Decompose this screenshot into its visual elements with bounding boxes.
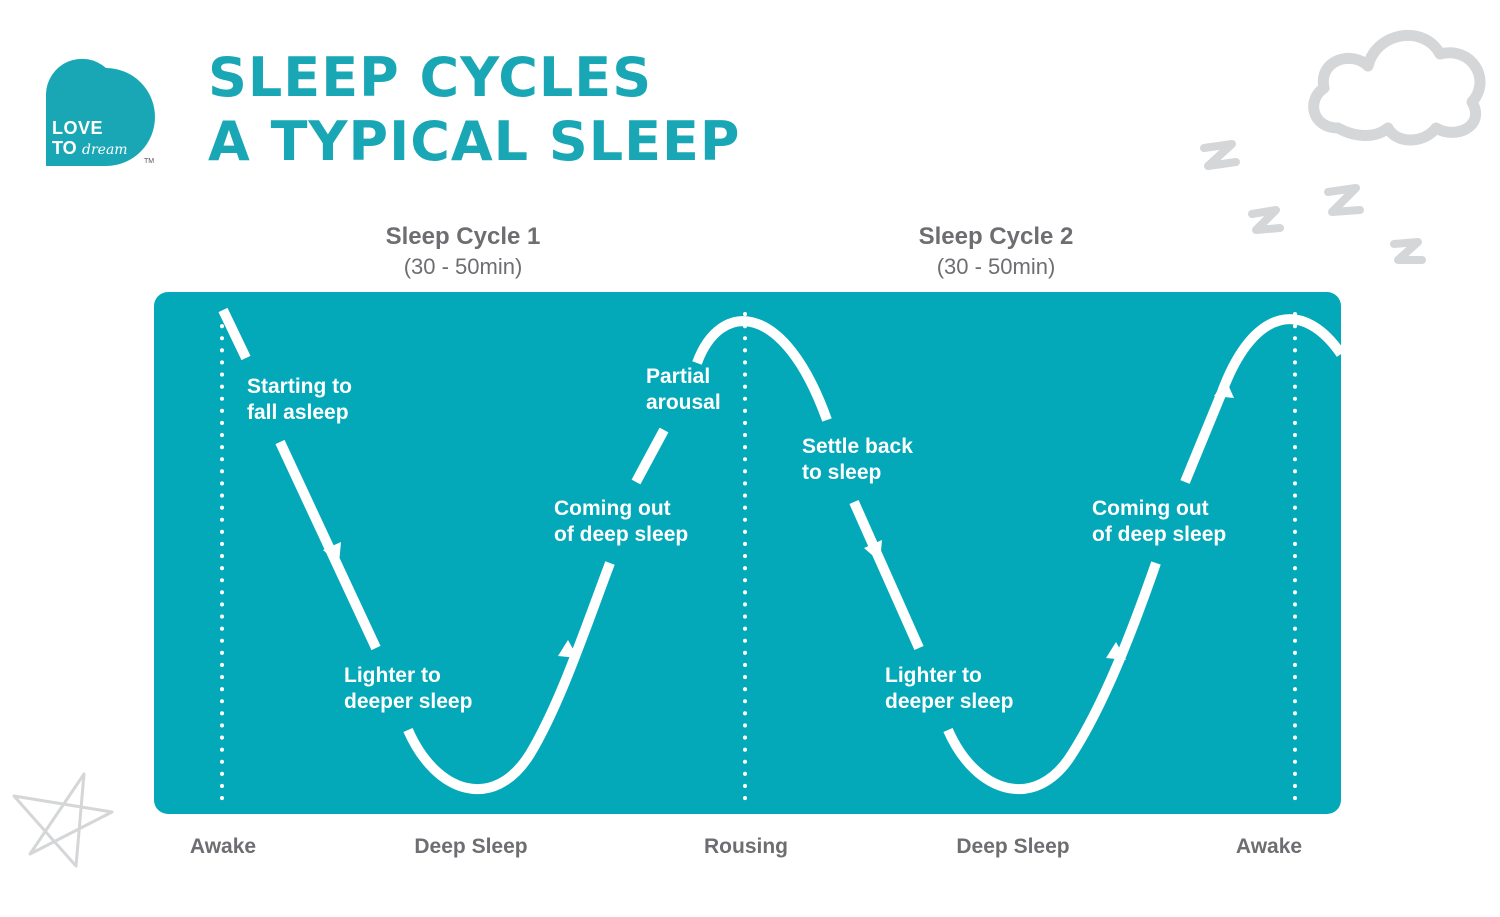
stage-label: Starting to fall asleep bbox=[247, 374, 352, 426]
cycle-title: Sleep Cycle 1 bbox=[385, 223, 541, 250]
stage-label-line: arousal bbox=[646, 391, 721, 414]
axis-label-deep-sleep: Deep Sleep bbox=[414, 835, 528, 858]
sleep-curve bbox=[218, 307, 1341, 806]
cloud-icon bbox=[1308, 30, 1486, 146]
curve-segment bbox=[403, 561, 615, 795]
curve-segment bbox=[849, 499, 924, 651]
stage-label-line: of deep sleep bbox=[1092, 523, 1227, 546]
brand-line-love: LOVE bbox=[52, 118, 104, 138]
brand-script-dream: dream bbox=[82, 142, 128, 158]
cycle-duration: (30 - 50min) bbox=[936, 254, 1056, 279]
curve-segment bbox=[275, 439, 381, 651]
curve-segment bbox=[692, 316, 832, 422]
stage-label-line: Settle back bbox=[802, 435, 913, 458]
stage-label: Settle back to sleep bbox=[802, 434, 913, 486]
cycle-heading-2: Sleep Cycle 2 (30 - 50min) bbox=[846, 222, 1146, 282]
stage-label: Partial arousal bbox=[646, 364, 721, 416]
stage-label-line: fall asleep bbox=[247, 401, 349, 424]
stage-label-line: Partial bbox=[646, 365, 711, 388]
cycle-title: Sleep Cycle 2 bbox=[918, 223, 1074, 250]
curve-segment bbox=[631, 427, 669, 485]
stage-label-line: Lighter to bbox=[344, 664, 441, 687]
sleep-cycle-diagram: Starting to fall asleep Lighter to deepe… bbox=[154, 292, 1341, 814]
stage-label: Lighter to deeper sleep bbox=[885, 663, 1013, 715]
arrow-up-icon bbox=[1214, 380, 1234, 398]
stage-label-line: deeper sleep bbox=[885, 690, 1014, 713]
zzz-icon bbox=[1200, 140, 1426, 264]
stage-label-line: of deep sleep bbox=[554, 523, 689, 546]
stage-label-line: Lighter to bbox=[885, 664, 982, 687]
curve-segment bbox=[1180, 314, 1341, 484]
arrow-down-icon bbox=[864, 540, 882, 562]
brand-trademark: TM bbox=[144, 158, 155, 165]
stage-label-line: deeper sleep bbox=[344, 690, 473, 713]
stage-label: Coming out of deep sleep bbox=[1092, 496, 1226, 548]
star-icon bbox=[12, 772, 114, 868]
axis-label-awake: Awake bbox=[189, 835, 257, 858]
cycle-duration: (30 - 50min) bbox=[403, 254, 523, 279]
stage-label-line: Coming out bbox=[554, 497, 671, 520]
stage-label: Coming out of deep sleep bbox=[554, 496, 688, 548]
curve-segment bbox=[943, 561, 1161, 795]
arrow-up-icon bbox=[1106, 642, 1126, 660]
curve-segment bbox=[218, 307, 251, 361]
axis-label-awake: Awake bbox=[1235, 835, 1303, 858]
heart-icon bbox=[46, 58, 155, 166]
axis-label-deep-sleep: Deep Sleep bbox=[956, 835, 1070, 858]
stage-label: Lighter to deeper sleep bbox=[344, 663, 472, 715]
brand-line-to: TO bbox=[52, 138, 77, 158]
stage-label-line: to sleep bbox=[802, 461, 882, 484]
page-title-line-1: SLEEP CYCLES bbox=[208, 46, 653, 109]
stage-label-line: Starting to bbox=[247, 375, 352, 398]
arrow-down-icon bbox=[323, 542, 341, 564]
page-title-line-2: A TYPICAL SLEEP bbox=[208, 110, 741, 173]
brand-logo: LOVE TO dream TM bbox=[40, 52, 160, 170]
stage-label-line: Coming out bbox=[1092, 497, 1209, 520]
cycle-heading-1: Sleep Cycle 1 (30 - 50min) bbox=[313, 222, 613, 282]
axis-label-rousing: Rousing bbox=[704, 835, 788, 858]
arrow-up-icon bbox=[558, 640, 578, 658]
